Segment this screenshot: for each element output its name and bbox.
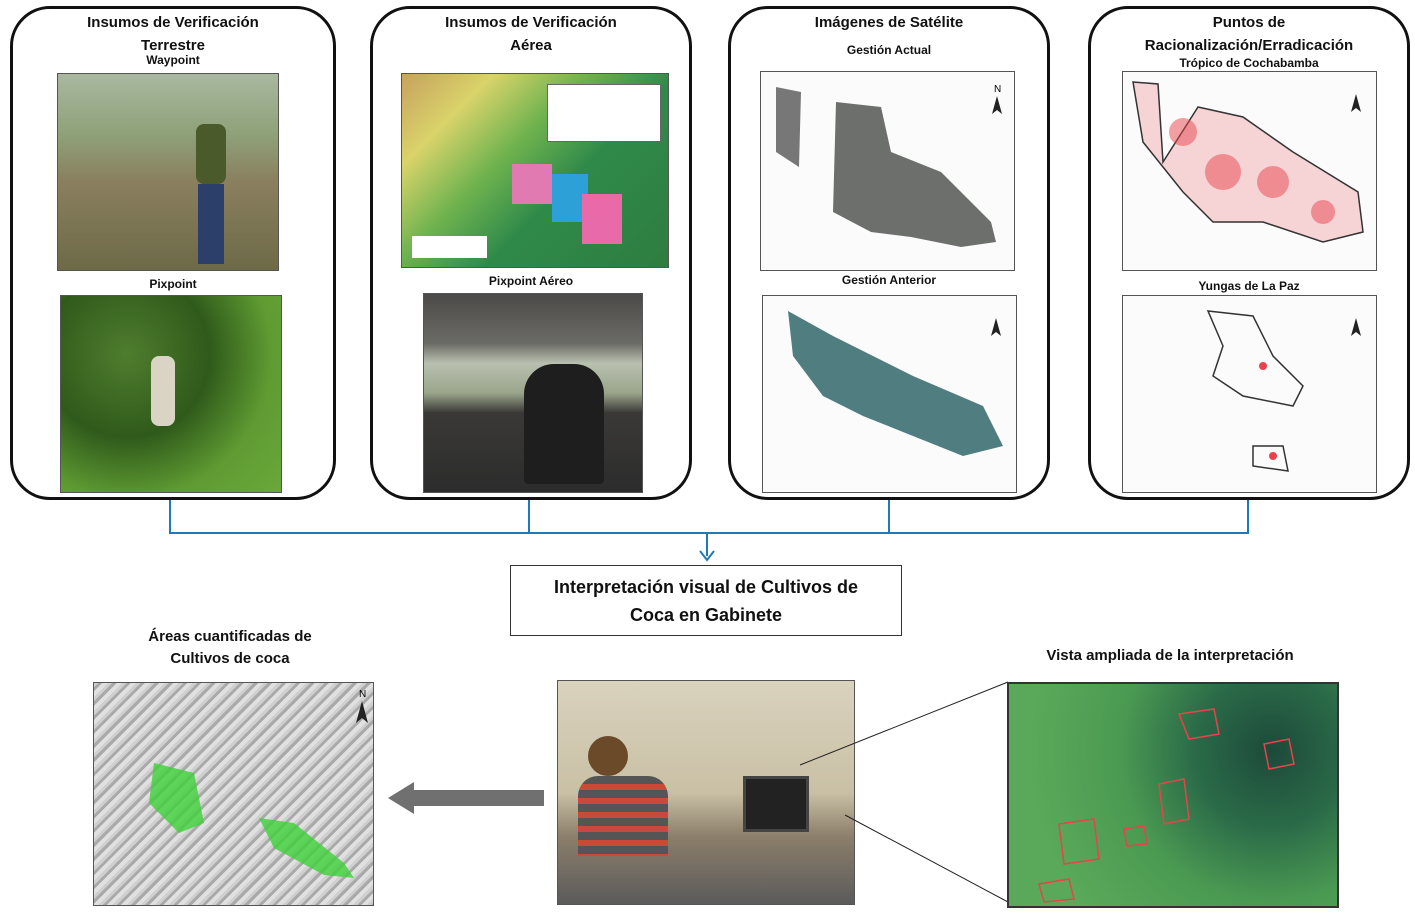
interpretation-box: Interpretación visual de Cultivos de Coc… xyxy=(510,565,902,636)
eradication-map-yungas xyxy=(1122,295,1377,493)
panel-title: Insumos de Verificación Terrestre xyxy=(87,14,259,54)
waypoint-photo xyxy=(57,73,279,271)
connector-line xyxy=(888,500,890,534)
map-table xyxy=(547,84,661,142)
arrow-left-icon xyxy=(388,782,544,814)
quantified-coca-map: N xyxy=(93,682,374,906)
panel-ground-verification: Insumos de Verificación Terrestre Waypoi… xyxy=(10,6,336,500)
panel-title: Imágenes de Satélite xyxy=(814,14,964,31)
aerial-pixpoint-photo xyxy=(423,293,643,493)
monitor xyxy=(743,776,809,832)
caption-cochabamba: Trópico de Cochabamba xyxy=(1179,56,1319,70)
interpreted-plots xyxy=(1038,708,1295,903)
svg-text:N: N xyxy=(994,84,1001,95)
satellite-coverage-shape: N xyxy=(776,84,1002,247)
connector-line xyxy=(1247,500,1249,534)
enlarged-view-label: Vista ampliada de la interpretación xyxy=(1046,647,1294,664)
svg-text:N: N xyxy=(359,689,366,700)
coca-areas: N xyxy=(149,689,368,878)
enlarged-interpretation-image xyxy=(1007,682,1339,908)
panel-eradication-points: Puntos de Racionalización/Erradicación T… xyxy=(1088,6,1410,500)
caption-current: Gestión Actual xyxy=(846,43,932,57)
eradication-map-cochabamba xyxy=(1122,71,1377,271)
connector-line xyxy=(706,532,708,556)
panel-aerial-verification: Insumos de Verificación Aérea Pixpoint A… xyxy=(370,6,692,500)
panel-title: Insumos de Verificación Aérea xyxy=(445,14,617,54)
panel-title: Puntos de Racionalización/Erradicación xyxy=(1144,14,1354,54)
analyst-office-photo xyxy=(557,680,855,905)
caption-waypoint: Waypoint xyxy=(146,53,200,67)
caption-pixpoint: Pixpoint xyxy=(149,277,197,291)
panel-satellite-images: Imágenes de Satélite Gestión Actual N Ge… xyxy=(728,6,1050,500)
zoom-lines xyxy=(799,681,1009,903)
caption-yungas: Yungas de La Paz xyxy=(1198,279,1300,293)
caption-aerial-pixpoint: Pixpoint Aéreo xyxy=(488,274,574,288)
arrow-down-icon xyxy=(699,550,715,562)
pixpoint-photo xyxy=(60,295,282,493)
connector-line xyxy=(528,500,530,534)
satellite-coverage-shape xyxy=(788,311,1003,456)
connector-line xyxy=(169,500,171,534)
caption-previous: Gestión Anterior xyxy=(841,273,937,287)
satellite-map-previous xyxy=(762,295,1017,493)
eradication-points xyxy=(1132,81,1364,243)
connector-line xyxy=(169,532,1249,534)
aerial-flight-map xyxy=(401,73,669,268)
eradication-points xyxy=(1206,310,1361,472)
quantified-areas-label: Áreas cuantificadas de Cultivos de coca xyxy=(148,628,312,667)
satellite-map-current: N xyxy=(760,71,1015,271)
